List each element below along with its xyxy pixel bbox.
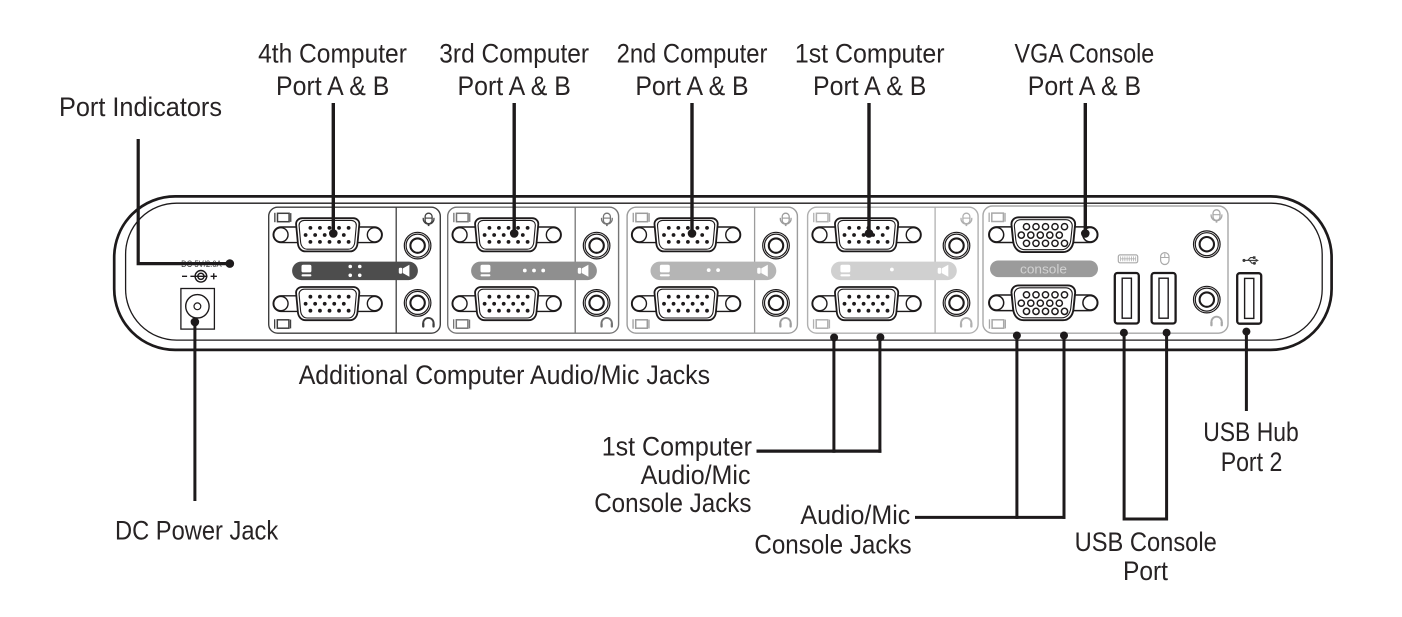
svg-text:console: console (1020, 262, 1067, 276)
svg-text:Port A & B: Port A & B (1028, 71, 1141, 101)
svg-text:Additional Computer Audio/Mic: Additional Computer Audio/Mic Jacks (299, 360, 710, 390)
svg-text:Port: Port (1123, 556, 1169, 586)
svg-text:1st Computer: 1st Computer (602, 432, 752, 462)
svg-text:3rd Computer: 3rd Computer (439, 38, 589, 68)
svg-text:Console Jacks: Console Jacks (754, 529, 911, 559)
svg-text:Port A & B: Port A & B (813, 71, 926, 101)
svg-text:Audio/Mic: Audio/Mic (641, 460, 751, 490)
svg-text:USB Console: USB Console (1075, 527, 1217, 557)
svg-text:2nd Computer: 2nd Computer (617, 38, 768, 68)
svg-text:1st Computer: 1st Computer (795, 38, 945, 68)
svg-text:4th Computer: 4th Computer (258, 38, 407, 68)
svg-text:Port A & B: Port A & B (276, 71, 389, 101)
svg-text:USB Hub: USB Hub (1203, 417, 1299, 447)
svg-text:Port Indicators: Port Indicators (59, 92, 222, 122)
svg-text:Audio/Mic: Audio/Mic (800, 500, 910, 530)
svg-text:Console Jacks: Console Jacks (594, 488, 751, 518)
svg-text:DC Power Jack: DC Power Jack (115, 516, 279, 546)
svg-text:Port A & B: Port A & B (458, 71, 571, 101)
svg-text:Port A & B: Port A & B (635, 71, 748, 101)
svg-text:VGA Console: VGA Console (1015, 38, 1155, 68)
svg-text:Port 2: Port 2 (1221, 447, 1283, 477)
